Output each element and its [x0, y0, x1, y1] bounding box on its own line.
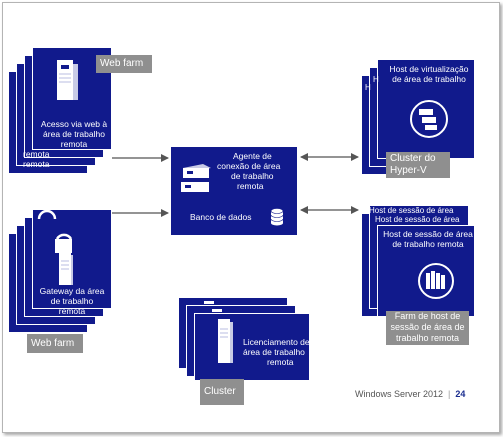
- connector-arrows: [112, 153, 359, 217]
- virtualization-ghost-letter-1: H: [365, 83, 371, 92]
- web-access-label: Acesso via web à área de trabalho remota: [40, 119, 108, 149]
- hyper-v-cluster-tag: Cluster do Hyper-V: [386, 152, 450, 178]
- licensing-cluster-tag: Cluster: [200, 379, 244, 405]
- web-farm-tag-top: Web farm: [96, 55, 152, 73]
- slide-footer: Windows Server 2012 | 24: [355, 389, 465, 399]
- hyper-v-icon: [410, 100, 448, 138]
- gateway-label: Gateway da área de trabalho remota: [39, 286, 105, 316]
- session-host-farm-tag: Farm de host de sessão de área de trabal…: [386, 311, 469, 345]
- broker-label: Agente de conexão de área de trabalho re…: [217, 151, 281, 191]
- windows-server-brand: Windows Server 2012: [355, 389, 444, 399]
- session-host-label: Host de sessão de área de trabalho remot…: [383, 229, 473, 249]
- footer-separator: |: [448, 389, 451, 399]
- session-ghost-line-2: Host de sessão de área: [375, 215, 460, 224]
- session-host-icon: [418, 263, 454, 299]
- gateway-lock-icon: [37, 209, 73, 285]
- licensing-server-icon: [204, 301, 233, 363]
- web-farm-tag-bottom: Web farm: [27, 334, 83, 353]
- web-server-icon: [57, 60, 78, 100]
- database-label: Banco de dados: [190, 212, 252, 222]
- virtualization-host-label: Host de virtualização de área de trabalh…: [389, 64, 469, 84]
- web-access-stacked-label: remota remota: [23, 149, 50, 169]
- virtualization-ghost-letter-2: H: [373, 75, 379, 84]
- session-ghost-line-1: Host de sessão de área: [369, 206, 454, 215]
- database-icon: [270, 208, 284, 226]
- broker-servers-icon: [181, 164, 211, 192]
- licensing-card: [194, 313, 310, 381]
- slide: Acesso via web à área de trabalho remota…: [2, 2, 500, 433]
- page-number: 24: [455, 389, 466, 399]
- licensing-label: Licenciamento de área de trabalho remota: [243, 337, 310, 367]
